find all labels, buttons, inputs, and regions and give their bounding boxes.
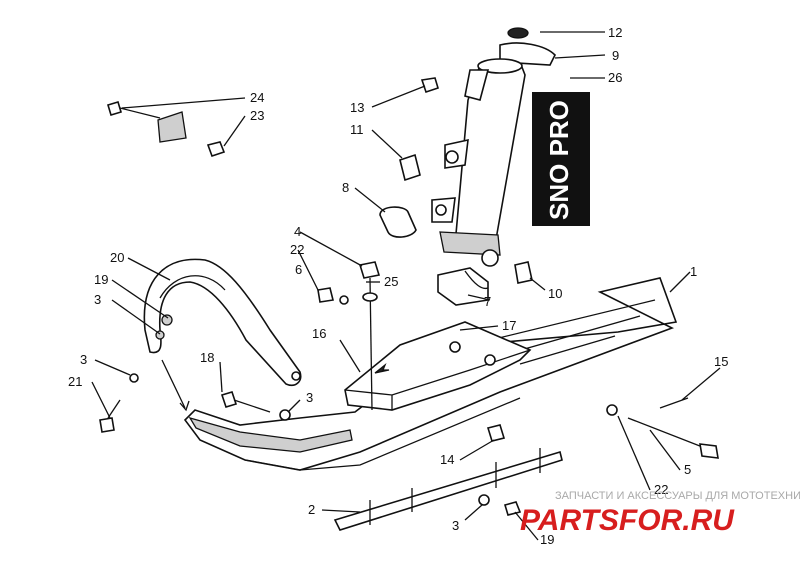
spindle-cap <box>507 27 529 39</box>
callout-12: 12 <box>608 25 622 40</box>
wear-bar <box>333 450 563 531</box>
callout-23: 23 <box>250 108 264 123</box>
callout-3-mid: 3 <box>306 390 313 405</box>
bolt-21 <box>99 417 115 433</box>
nut-14 <box>486 424 506 442</box>
leader-lines <box>91 31 721 541</box>
nut-19 <box>503 501 522 516</box>
bolt-5 <box>627 417 706 449</box>
watermark-tagline: ЗАПЧАСТИ И АКСЕССУАРЫ ДЛЯ МОТОТЕХНИКИ <box>555 490 800 502</box>
callout-10: 10 <box>548 286 562 301</box>
wear-bar-plate <box>157 111 187 143</box>
cotter-pin <box>659 397 689 409</box>
callout-3-bottom: 3 <box>452 518 459 533</box>
nut-4 <box>358 261 381 279</box>
nut-6 <box>317 287 334 303</box>
callout-22-top: 22 <box>290 242 304 257</box>
washer-22-right <box>606 404 618 416</box>
washer-3-mid <box>279 409 291 421</box>
callout-8: 8 <box>342 180 349 195</box>
washer-22-left <box>339 295 349 305</box>
callout-19-bottom: 19 <box>540 532 554 547</box>
bolt-18 <box>220 391 238 408</box>
washer-3-bottom <box>478 494 490 506</box>
callout-26: 25 <box>384 274 398 289</box>
callout-7: 7 <box>484 294 491 309</box>
callout-24: 24 <box>250 90 264 105</box>
callout-3-left: 3 <box>80 352 87 367</box>
callout-1: 1 <box>690 264 697 279</box>
callout-17: 17 <box>502 318 516 333</box>
watermark-logo: PARTSFOR.RU <box>520 504 735 537</box>
ski-saddle <box>344 321 532 411</box>
callout-25: 26 <box>608 70 622 85</box>
nut-23 <box>206 141 226 158</box>
grease-fitting <box>420 77 439 94</box>
spacer <box>514 261 533 284</box>
callout-13: 13 <box>350 100 364 115</box>
callout-16: 16 <box>312 326 326 341</box>
callout-labels: 12 9 26 13 11 8 4 22 6 25 7 10 1 17 16 2… <box>68 25 728 547</box>
callout-11: 11 <box>350 122 364 137</box>
spindle <box>431 42 556 267</box>
callout-9: 9 <box>612 48 619 63</box>
ski-handle-loop <box>143 258 302 387</box>
bushing-upper <box>399 153 421 182</box>
callout-15: 15 <box>714 354 728 369</box>
washer-26 <box>362 292 378 302</box>
bolt-24 <box>107 101 122 116</box>
handle-direction-arrow <box>161 359 190 412</box>
callout-6: 6 <box>295 262 302 277</box>
callout-4: 4 <box>294 224 301 239</box>
bushing-lower <box>379 206 417 238</box>
callout-19-top: 19 <box>94 272 108 287</box>
callout-21: 21 <box>68 374 82 389</box>
callout-5: 5 <box>684 462 691 477</box>
callout-2: 2 <box>308 502 315 517</box>
decal-text: SNO PRO <box>544 100 574 220</box>
sno-pro-decal: SNO PRO <box>532 92 590 226</box>
callout-14: 14 <box>440 452 454 467</box>
callout-18: 18 <box>200 350 214 365</box>
callout-22-bottom: 22 <box>654 482 668 497</box>
callout-3-top: 3 <box>94 292 101 307</box>
callout-20: 20 <box>110 250 124 265</box>
washer-3-left <box>129 373 139 383</box>
